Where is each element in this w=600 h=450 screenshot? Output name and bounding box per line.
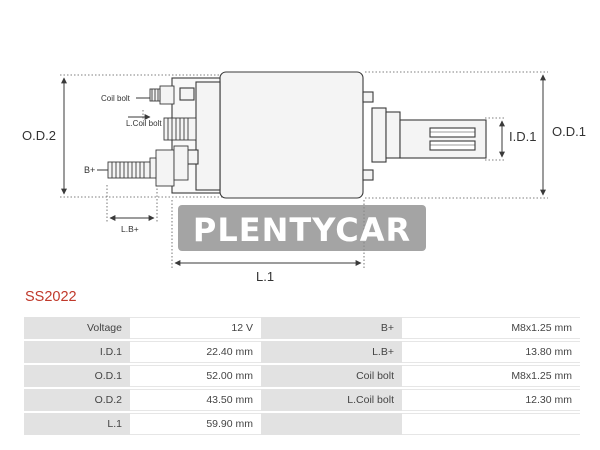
solenoid-diagram: O.D.2 O.D.1 I.D.1 Coil bolt L.Coil bolt …: [22, 71, 586, 284]
l1-label: L.1: [256, 269, 274, 284]
upper-stud: [163, 117, 197, 141]
spec-key: O.D.2: [24, 389, 130, 411]
coil-bolt: [149, 85, 175, 105]
spec-key: L.B+: [261, 341, 402, 363]
spec-value: M8x1.25 mm: [402, 317, 580, 339]
spec-key: B+: [261, 317, 402, 339]
spec-key: [261, 413, 402, 435]
id1-label: I.D.1: [509, 129, 536, 144]
lb-label: L.B+: [121, 224, 139, 234]
spec-key: I.D.1: [24, 341, 130, 363]
product-code: SS2022: [25, 289, 77, 305]
spec-value: 52.00 mm: [130, 365, 261, 387]
watermark: PLENTYCAR: [178, 205, 426, 251]
spec-value: 13.80 mm: [402, 341, 580, 363]
l-coil-bolt-label: L.Coil bolt: [126, 119, 162, 128]
spec-key: L.1: [24, 413, 130, 435]
spec-value: [402, 413, 580, 435]
spec-value: 12.30 mm: [402, 389, 580, 411]
coil-bolt-label: Coil bolt: [101, 94, 131, 103]
spec-key: L.Coil bolt: [261, 389, 402, 411]
bplus-terminal: [107, 145, 189, 187]
spec-key: O.D.1: [24, 365, 130, 387]
od2-label: O.D.2: [22, 128, 56, 143]
spec-value: 12 V: [130, 317, 261, 339]
spec-value: 59.90 mm: [130, 413, 261, 435]
spec-value: M8x1.25 mm: [402, 365, 580, 387]
watermark-text: PLENTYCAR: [193, 211, 411, 249]
dimension-arrows: [61, 74, 546, 266]
od1-label: O.D.1: [552, 124, 586, 139]
solenoid-body: [171, 71, 487, 199]
bplus-label: B+: [84, 165, 95, 175]
spec-key: Coil bolt: [261, 365, 402, 387]
spec-value: 43.50 mm: [130, 389, 261, 411]
spec-value: 22.40 mm: [130, 341, 261, 363]
spec-key: Voltage: [24, 317, 130, 339]
